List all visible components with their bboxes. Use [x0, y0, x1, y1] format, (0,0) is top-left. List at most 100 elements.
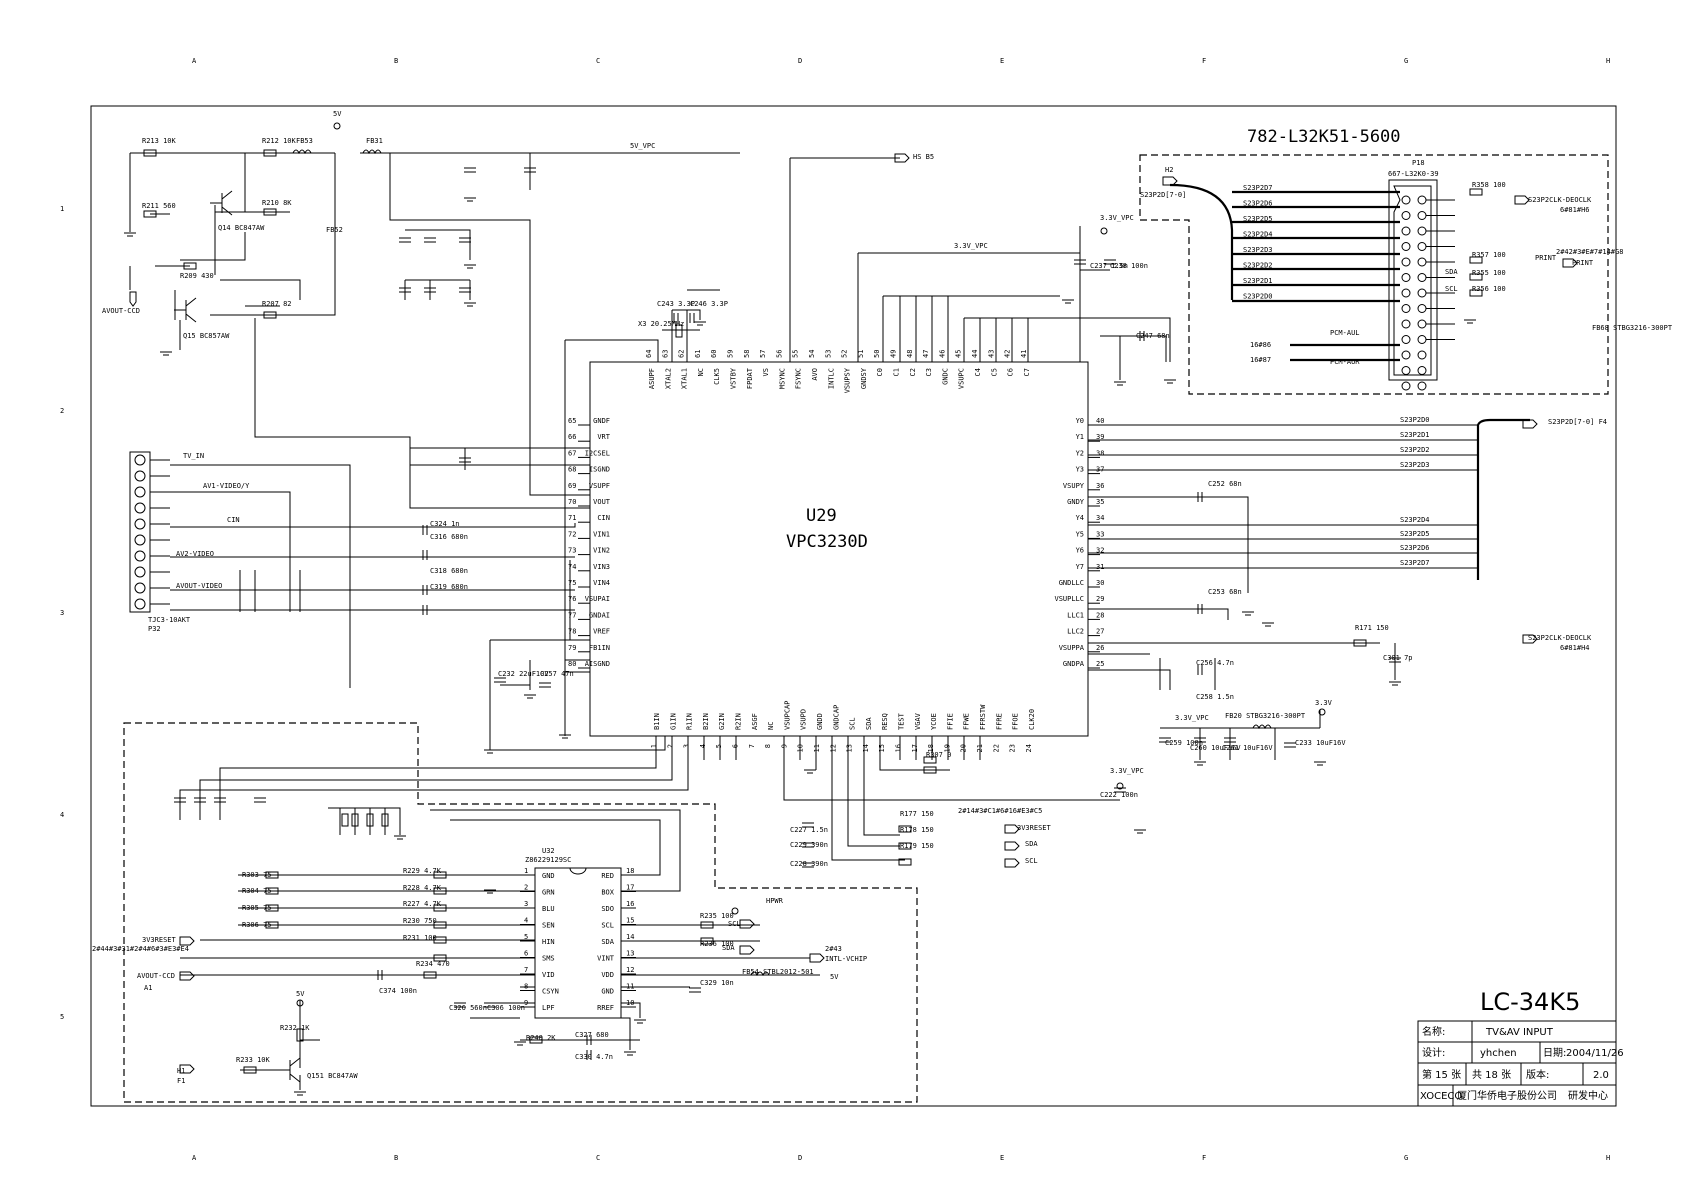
- capacitor-symbol: [459, 237, 471, 243]
- tb-version-value: 2.0: [1593, 1070, 1609, 1081]
- tb-name-label: 名称:: [1422, 1025, 1445, 1038]
- capacitor-symbol: [194, 797, 206, 803]
- u32-pin-number: 4: [524, 917, 528, 925]
- u29-pin-name: GNDD: [816, 713, 824, 730]
- resistor-symbol: [366, 813, 374, 827]
- u29-pin-number: 76: [568, 595, 576, 603]
- p18-left-label: S23P2D2: [1243, 262, 1273, 270]
- resistor-label: R304 75: [242, 887, 272, 895]
- sig-av2: AV2-VIDEO: [176, 550, 214, 558]
- y-bus-label: S23P2D4: [1400, 516, 1430, 524]
- resistor-label: R236 100: [700, 940, 734, 948]
- u29-pin-name: FFWE: [963, 713, 971, 730]
- grid-col-F: F: [1202, 57, 1206, 65]
- resistor-symbol: [263, 149, 277, 157]
- y-bus-label: S23P2D7: [1400, 559, 1430, 567]
- u29-pin-name: MSYNC: [778, 368, 786, 389]
- u32-pin-number: 15: [626, 917, 634, 925]
- resistor-symbol: [263, 208, 277, 216]
- u29-pin-number: 59: [727, 350, 735, 358]
- resistor-symbol: [700, 937, 714, 945]
- resistor-symbol: [433, 954, 447, 962]
- u29-pin-number: 34: [1096, 514, 1104, 522]
- u29-pin-number: 17: [911, 744, 919, 752]
- resistor-symbol: [143, 210, 157, 218]
- p18-pin: [1401, 257, 1411, 267]
- net-h1: H1: [177, 1067, 185, 1075]
- inductor-symbol: [750, 971, 770, 977]
- u29-pin-number: 66: [568, 433, 576, 441]
- u29-pin-name: R1IN: [686, 713, 694, 730]
- tb-date-label: 日期:: [1543, 1047, 1566, 1059]
- capacitor-label: C258 1.5n: [1196, 693, 1234, 701]
- resistor-symbol: [923, 766, 937, 774]
- resistor-label: R211 560: [142, 202, 176, 210]
- u29-pin-name: C2: [909, 368, 917, 376]
- u29-pin-number: 11: [813, 744, 821, 752]
- net-sda-p18: SDA: [1445, 268, 1458, 276]
- net-33v-vpc-right: 3.3V_VPC: [1100, 214, 1134, 222]
- u32-pin-name: BOX: [601, 889, 614, 897]
- u29-pin-name: G1IN: [669, 713, 677, 730]
- u29-pin-number: 58: [743, 350, 751, 358]
- connector-p18-ref: P18: [1412, 159, 1425, 167]
- y-bus-label: S23P2D2: [1400, 446, 1430, 454]
- u29-pin-number: 60: [710, 350, 718, 358]
- net-scl-u32: SCL: [728, 920, 741, 928]
- p18-pin: [1417, 304, 1427, 313]
- capacitor-symbol: [1197, 492, 1203, 502]
- ground-symbol: [124, 232, 136, 237]
- u32-pin-name: VINT: [597, 955, 615, 963]
- resistor-symbol: [898, 842, 912, 850]
- net-hs: HS B5: [913, 153, 934, 161]
- resistor-label: R178 150: [900, 826, 934, 834]
- capacitor-label: C228 390n: [790, 860, 828, 868]
- resistor-symbol: [263, 311, 277, 319]
- u29-pin-name: GNDCAP: [832, 705, 840, 730]
- u29-pin-number: 71: [568, 514, 576, 522]
- sig-tv-in: TV_IN: [183, 452, 204, 460]
- u29-pin-name: Y7: [1076, 563, 1084, 571]
- u29-pin-name: VRT: [597, 433, 610, 441]
- u29-pin-number: 45: [955, 350, 963, 358]
- u29-pin-name: GNDC: [941, 368, 949, 385]
- grid-col-A: A: [192, 57, 197, 65]
- u29-pin-number: 24: [1025, 744, 1033, 752]
- u29-pin-number: 50: [873, 350, 881, 358]
- resistor-label: R240 2K: [526, 1034, 556, 1042]
- p18-left-label: S23P2D4: [1243, 231, 1273, 239]
- model-title: LC-34K5: [1480, 988, 1580, 1016]
- resistor-label: R230 750: [403, 917, 437, 925]
- u29-pin-name: SCL: [849, 717, 857, 730]
- resistor-symbol: [1469, 256, 1483, 264]
- capacitor-symbol: [673, 313, 679, 323]
- u29-pin-name: FSYNC: [795, 368, 803, 389]
- resistor-label: R228 4.7K: [403, 884, 442, 892]
- u29-pin-number: 43: [987, 350, 995, 358]
- pcm-aul-src: 16#86: [1250, 341, 1271, 349]
- u29-pin-number: 22: [992, 744, 1000, 752]
- net-clk-top-dest: 6#81#H6: [1560, 206, 1590, 214]
- capacitor-label: C330 4.7n: [575, 1053, 613, 1061]
- connector-p32-body: [129, 451, 151, 613]
- u29-pin-name: GNDSY: [860, 367, 868, 389]
- u29-pin-name: NC: [697, 368, 705, 376]
- u32-pin-name: SMS: [542, 955, 555, 963]
- net-clk-top: S23P2CLK-DEOCLK: [1528, 196, 1592, 204]
- p18-pin: [1401, 366, 1411, 375]
- net-scl-u29: SCL: [1025, 857, 1038, 865]
- data-bus: [1169, 183, 1530, 580]
- connector-p32-pins: [134, 454, 170, 610]
- resistor-symbol: [1353, 639, 1367, 647]
- u32-pin-number: 16: [626, 900, 634, 908]
- net-sda-u29: SDA: [1025, 840, 1038, 848]
- resistor-label: R357 100: [1472, 251, 1506, 259]
- u29-pin-name: VSUPLLC: [1054, 595, 1084, 603]
- ground-symbol: [804, 769, 816, 774]
- resistor-symbol: [1469, 273, 1483, 281]
- p18-pin: [1401, 350, 1411, 360]
- capacitor-label: C227 1.5n: [790, 826, 828, 834]
- tb-company-name: 厦门华侨电子股份公司: [1457, 1089, 1557, 1102]
